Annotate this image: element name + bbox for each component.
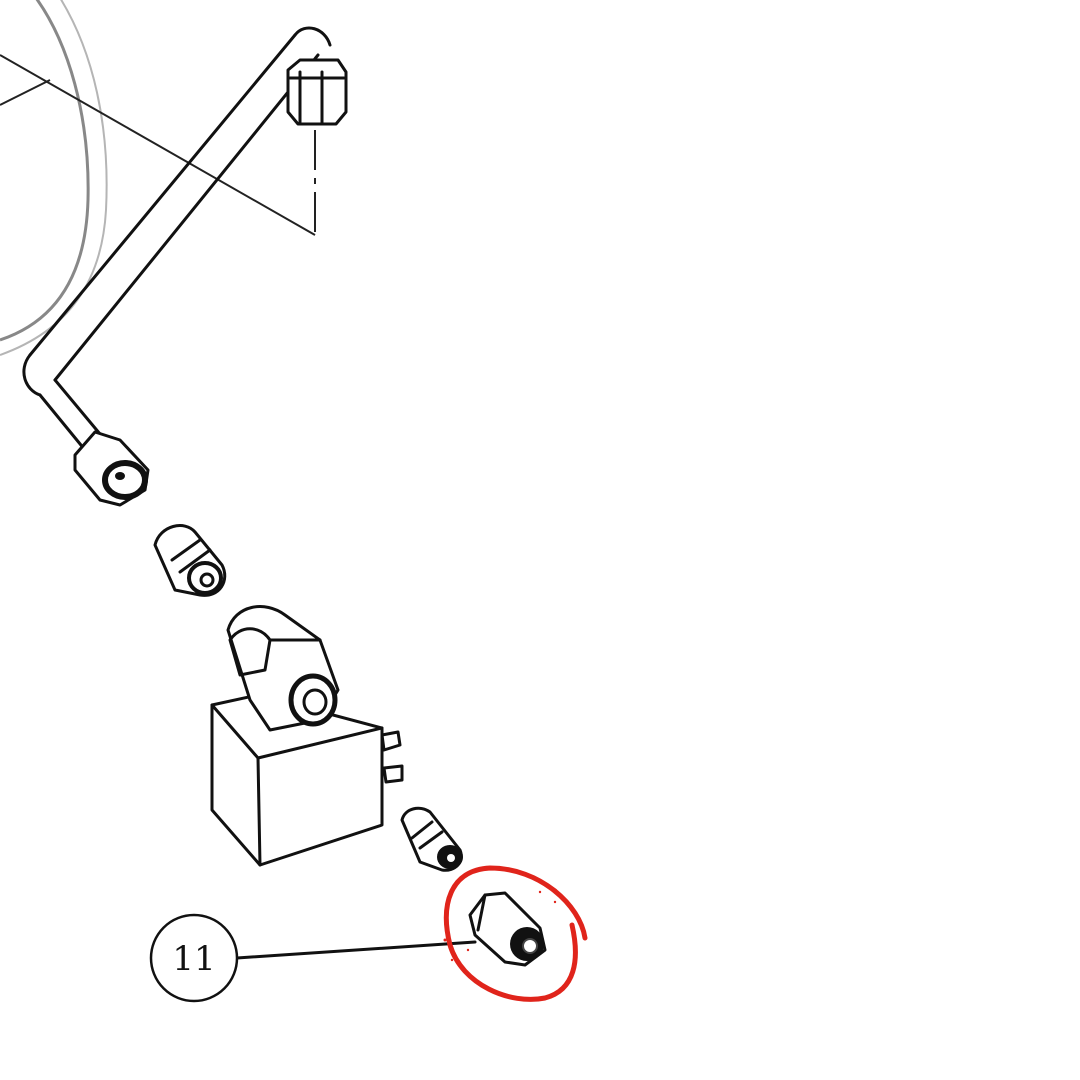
bent-tube <box>22 26 332 452</box>
lower-fitting-nut <box>73 430 150 507</box>
solenoid-valve <box>210 605 404 867</box>
red-highlight-circle <box>443 865 588 1002</box>
threaded-connector-upper <box>153 524 227 597</box>
threaded-connector-lower <box>400 806 463 872</box>
upper-elbow-fitting-nut <box>286 58 348 126</box>
compression-fitting-nut[interactable] <box>468 891 547 967</box>
partial-ring-outline <box>0 0 108 356</box>
callout-bubble <box>149 913 239 1003</box>
construction-lines <box>0 54 316 236</box>
callout-11[interactable]: 11 <box>149 913 477 1003</box>
callout-number: 11 <box>172 939 215 979</box>
